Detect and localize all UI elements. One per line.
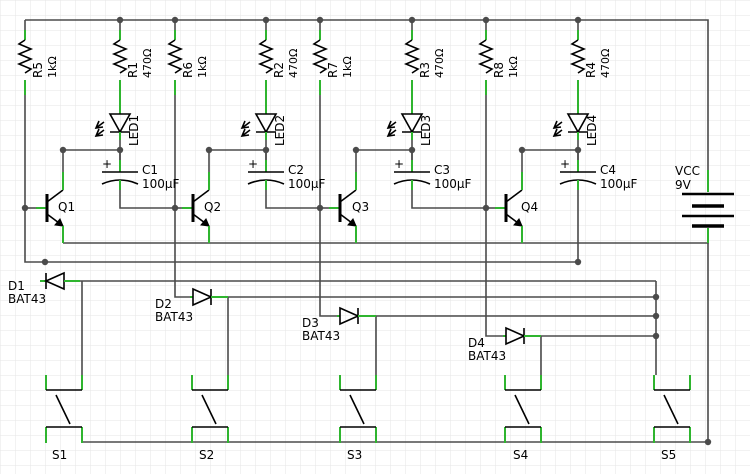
r4-value: 470Ω xyxy=(599,49,612,78)
c2-name: C2 xyxy=(288,163,304,177)
r5-name: R5 xyxy=(31,62,45,78)
s3-label: S3 xyxy=(347,448,362,462)
resistor-r2: R2 470Ω xyxy=(257,30,300,92)
d4-value: BAT43 xyxy=(468,349,506,363)
switch-s1: S1 xyxy=(45,375,83,462)
led1-label: LED1 xyxy=(127,115,141,146)
resistor-r8: R8 1kΩ xyxy=(477,30,520,95)
s5-label: S5 xyxy=(661,448,676,462)
r6-name: R6 xyxy=(181,62,195,78)
c4-name: C4 xyxy=(600,163,616,177)
battery-vcc: VCC 9V xyxy=(675,164,734,243)
d3-name: D3 xyxy=(302,316,319,330)
c3-value: 100µF xyxy=(434,177,472,191)
battery-name: VCC xyxy=(675,164,700,178)
transistor-q2: Q2 xyxy=(182,172,221,243)
led-2: LED2 xyxy=(240,92,287,146)
c4-value: 100µF xyxy=(600,177,638,191)
led4-label: LED4 xyxy=(585,115,599,146)
r3-value: 470Ω xyxy=(433,49,446,78)
r7-name: R7 xyxy=(326,62,340,78)
led-1: LED1 xyxy=(94,92,141,146)
c4-plus: + xyxy=(560,157,570,171)
resistor-r6: R6 1kΩ xyxy=(166,30,209,95)
switch-s2: S2 xyxy=(191,375,229,462)
battery-value: 9V xyxy=(675,178,692,192)
capacitor-c1: + C1 100µF xyxy=(101,157,180,191)
diode-d2: D2 BAT43 xyxy=(155,287,228,324)
c1-name: C1 xyxy=(142,163,158,177)
r6-value: 1kΩ xyxy=(196,56,209,78)
resistor-r7: R7 1kΩ xyxy=(311,30,354,95)
capacitor-c4: + C4 100µF xyxy=(559,157,638,191)
r7-value: 1kΩ xyxy=(341,56,354,78)
r8-value: 1kΩ xyxy=(507,56,520,78)
switch-s4: S4 xyxy=(504,375,542,462)
s4-label: S4 xyxy=(513,448,528,462)
r1-value: 470Ω xyxy=(141,49,154,78)
junctions xyxy=(21,16,712,446)
q1-label: Q1 xyxy=(58,200,75,214)
led3-label: LED3 xyxy=(419,115,433,146)
r4-name: R4 xyxy=(584,62,598,78)
r2-value: 470Ω xyxy=(287,49,300,78)
r2-name: R2 xyxy=(272,62,286,78)
d4-name: D4 xyxy=(468,336,485,350)
resistor-r1: R1 470Ω xyxy=(111,30,154,92)
d1-name: D1 xyxy=(8,279,25,293)
switch-s3: S3 xyxy=(339,375,377,462)
c2-value: 100µF xyxy=(288,177,326,191)
transistor-q3: Q3 xyxy=(329,172,369,243)
transistor-q4: Q4 xyxy=(495,172,538,243)
c1-value: 100µF xyxy=(142,177,180,191)
r3-name: R3 xyxy=(418,62,432,78)
s1-label: S1 xyxy=(52,448,67,462)
resistor-r4: R4 470Ω xyxy=(569,30,612,92)
c2-plus: + xyxy=(248,157,258,171)
q4-label: Q4 xyxy=(521,200,538,214)
diode-d4: D4 BAT43 xyxy=(468,326,541,363)
r5-value: 1kΩ xyxy=(46,56,59,78)
c3-plus: + xyxy=(394,157,404,171)
capacitor-c3: + C3 100µF xyxy=(393,157,472,191)
resistor-r5: R5 1kΩ xyxy=(16,30,59,95)
q2-label: Q2 xyxy=(204,200,221,214)
c1-plus: + xyxy=(102,157,112,171)
r8-name: R8 xyxy=(492,62,506,78)
transistor-q1: Q1 xyxy=(36,172,75,243)
led-4: LED4 xyxy=(552,92,599,146)
q3-label: Q3 xyxy=(352,200,369,214)
r1-name: R1 xyxy=(126,62,140,78)
led-3: LED3 xyxy=(386,92,433,146)
d2-value: BAT43 xyxy=(155,310,193,324)
switch-s5: S5 xyxy=(653,375,691,462)
d3-value: BAT43 xyxy=(302,329,340,343)
d2-name: D2 xyxy=(155,297,172,311)
resistor-r3: R3 470Ω xyxy=(403,30,446,92)
led2-label: LED2 xyxy=(273,115,287,146)
diode-d1: D1 BAT43 xyxy=(8,271,80,306)
diode-d3: D3 BAT43 xyxy=(302,306,376,343)
d1-value: BAT43 xyxy=(8,292,46,306)
s2-label: S2 xyxy=(199,448,214,462)
capacitor-c2: + C2 100µF xyxy=(247,157,326,191)
c3-name: C3 xyxy=(434,163,450,177)
